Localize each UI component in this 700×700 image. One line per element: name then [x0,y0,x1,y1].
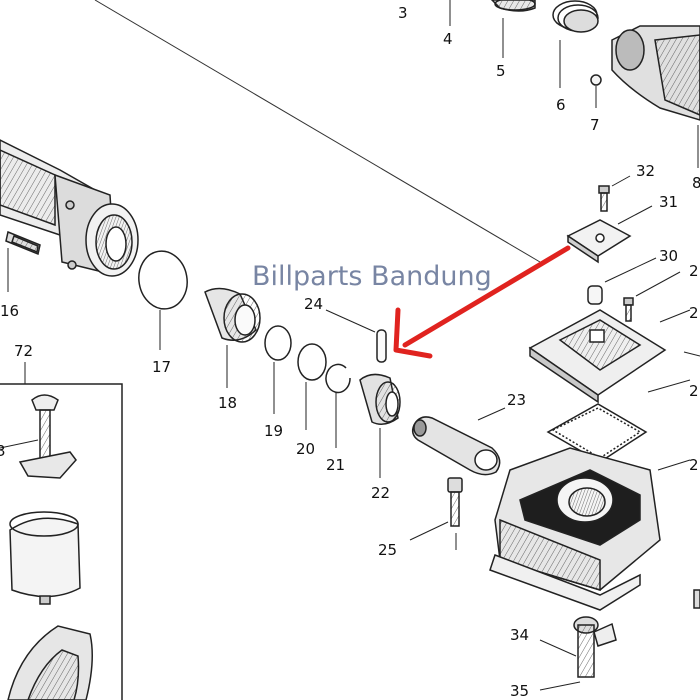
label-part-6: 6 [556,96,566,114]
watermark-text: Billparts Bandung [252,261,492,292]
label-part-4: 4 [443,30,453,48]
part-8-shaft [611,25,700,168]
label-part-8: 8 [692,174,700,192]
red-pointer-arrow [393,245,571,359]
arrow-head [393,307,433,359]
inset-bolt [0,394,59,471]
label-part-25: 25 [378,541,397,559]
label-part-24: 24 [304,295,323,313]
inset-box-part-72 [0,362,123,700]
part-21-snap-ring [325,363,351,448]
right-edge-parts [683,351,700,609]
part-17-o-ring [138,250,188,350]
label-part-17: 17 [152,358,171,376]
center-axis-line [94,0,541,263]
label-part-3-left: 3 [0,442,6,460]
label-part-21: 21 [326,456,345,474]
label-part-72: 72 [14,342,33,360]
part-34-crank-shaft [539,616,617,691]
label-part-23: 23 [507,391,526,409]
label-part-30: 30 [659,247,678,265]
part-30-plug [587,257,657,305]
label-part-2-b: 2 [689,304,699,322]
part-31-cover-plate [566,205,653,264]
label-part-5: 5 [496,62,506,80]
crank-housing [489,447,691,611]
label-part-35: 35 [510,682,529,700]
part-7-ball [590,74,602,108]
left-cylinder-housing [0,139,139,277]
label-part-22: 22 [371,484,390,502]
part-18-sleeve [204,287,261,388]
label-part-2-c: 2 [689,382,699,400]
part-16-bolt [5,230,41,292]
part-32-screw [598,175,631,212]
arrow-shaft [402,245,571,348]
gear-housing-cover [528,309,691,404]
part-23-connecting-rod [411,407,506,476]
part-20-ring [297,343,327,430]
part-25-screw [409,477,463,550]
label-part-2-d: 2 [689,456,699,474]
part-19-ring [264,325,292,414]
part-small-screw [623,271,681,322]
label-part-16: 16 [0,302,19,320]
label-part-34: 34 [510,626,529,644]
part-6-spring [552,0,599,88]
label-part-20: 20 [296,440,315,458]
label-part-7: 7 [590,116,600,134]
label-part-18: 18 [218,394,237,412]
label-part-32: 32 [636,162,655,180]
label-part-2-a: 2 [689,262,699,280]
part-24-pin [325,309,387,363]
inset-clip [18,451,77,479]
part-22-piston [359,373,401,478]
part-5-sleeve [490,0,536,58]
label-part-31: 31 [659,193,678,211]
label-part-3: 3 [398,4,408,22]
label-part-19: 19 [264,422,283,440]
inset-cover [7,625,93,700]
inset-band [9,511,81,605]
